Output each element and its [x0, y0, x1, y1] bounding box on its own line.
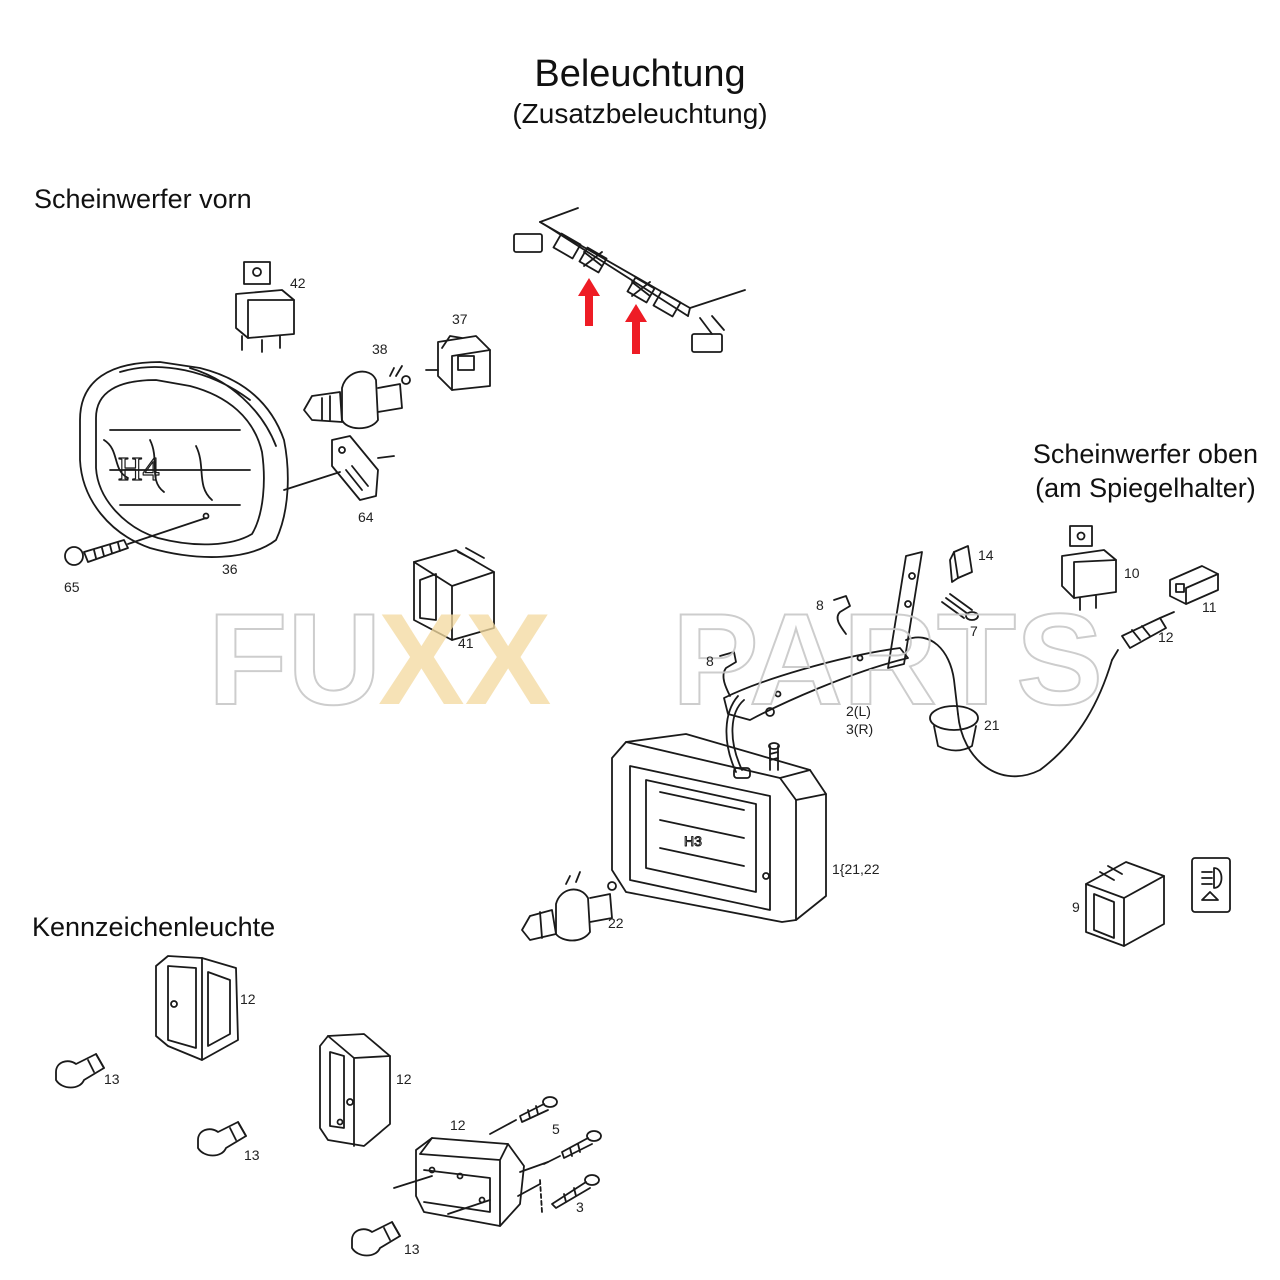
callout-11: 11: [1202, 599, 1217, 615]
callout-13-b: 13: [244, 1147, 260, 1163]
watermark-right: PARTS: [672, 586, 1103, 732]
callout-36: 36: [222, 561, 238, 577]
headlight-1-drawing: H3: [611, 733, 827, 923]
relay-10-drawing: [1061, 525, 1117, 611]
callout-8-upper: 8: [816, 597, 824, 613]
callout-22: 22: [608, 915, 624, 931]
plate-light-12-a-drawing: [155, 955, 239, 1061]
callout-10: 10: [1124, 565, 1140, 581]
callout-12-plate-c: 12: [450, 1117, 466, 1133]
location-arrow-right: [625, 304, 647, 354]
clip-8-drawing: [719, 595, 851, 697]
screw-3-a-drawing: [543, 1130, 602, 1165]
headlight-36-drawing: H4: [79, 361, 341, 558]
callout-3-right: 3(R): [846, 721, 873, 737]
watermark-left: FU: [208, 586, 381, 732]
switch-9-drawing: [1085, 857, 1231, 947]
callout-3: 3: [576, 1199, 584, 1215]
location-arrow-left: [578, 278, 600, 326]
bulb-22-drawing: [521, 871, 617, 942]
callout-37: 37: [452, 311, 468, 327]
screw-5-drawing: [489, 1096, 558, 1135]
vehicle-frame-drawing: [513, 207, 746, 353]
bolt-7-drawing: [941, 593, 979, 621]
callout-12-connector: 12: [1158, 629, 1174, 645]
watermark: FU XX PARTS: [207, 585, 1104, 733]
plate-light-12-b-drawing: [319, 1033, 391, 1147]
callout-labels: 42 37 38 64 36 65 41 14 10 11 12 7 8 8 2…: [64, 275, 1217, 1257]
callout-5: 5: [552, 1121, 560, 1137]
callout-7: 7: [970, 623, 978, 639]
screw-65-drawing: [64, 517, 207, 566]
bracket-2-3-drawing: [723, 551, 923, 721]
bulb-13-a-drawing: [55, 1053, 105, 1089]
callout-12-plate-a: 12: [240, 991, 256, 1007]
callout-1: 1{21,22: [832, 861, 880, 877]
callout-38: 38: [372, 341, 388, 357]
callout-12-plate-b: 12: [396, 1071, 412, 1087]
callout-21: 21: [984, 717, 1000, 733]
section-heading-front-lights: Scheinwerfer vorn: [34, 184, 252, 214]
callout-14: 14: [978, 547, 994, 563]
callout-2-left: 2(L): [846, 703, 871, 719]
callout-13-a: 13: [104, 1071, 120, 1087]
callout-9: 9: [1072, 899, 1080, 915]
callout-64: 64: [358, 509, 374, 525]
svg-text:H3: H3: [684, 833, 702, 849]
cap-14-drawing: [949, 545, 973, 583]
clip-64-drawing: [331, 435, 395, 501]
plug-11-drawing: [1169, 565, 1219, 605]
callout-42: 42: [290, 275, 306, 291]
page-title: Beleuchtung: [534, 53, 746, 95]
cable-and-grommet-21-drawing: [725, 636, 1119, 778]
bulb-38-drawing: [303, 365, 411, 430]
connector-12-drawing: [1121, 611, 1175, 649]
callout-65: 65: [64, 579, 80, 595]
section-heading-top-line2: (am Spiegelhalter): [1035, 473, 1256, 503]
callout-13-c: 13: [404, 1241, 420, 1257]
plate-light-12-c-drawing: [393, 1137, 549, 1227]
callout-8-lower: 8: [706, 653, 714, 669]
section-heading-plate-light: Kennzeichenleuchte: [32, 912, 276, 942]
bulb-13-c-drawing: [351, 1221, 401, 1257]
relay-42-drawing: [235, 261, 295, 353]
page-subtitle: (Zusatzbeleuchtung): [512, 98, 768, 129]
section-heading-top-lights: Scheinwerfer oben (am Spiegelhalter): [1033, 437, 1258, 505]
section-heading-top-line1: Scheinwerfer oben: [1032, 439, 1258, 469]
watermark-middle: XX: [378, 586, 551, 732]
callout-41: 41: [458, 635, 474, 651]
screw-3-b-drawing: [539, 1174, 600, 1213]
switch-41-drawing: [413, 547, 495, 641]
svg-text:H4: H4: [118, 451, 160, 488]
bulb-holder-37-drawing: [425, 335, 491, 391]
bulb-13-b-drawing: [197, 1121, 247, 1157]
